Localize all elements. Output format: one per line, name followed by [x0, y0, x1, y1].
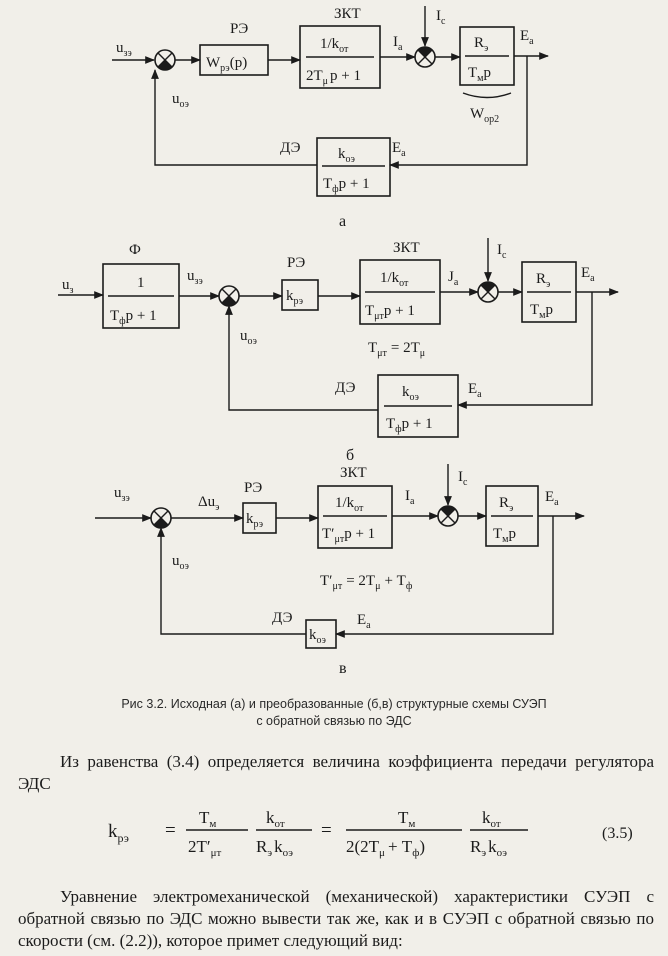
diagram-c-load-junction: [437, 505, 459, 527]
svg-text:Ia: Ia: [393, 34, 403, 53]
svg-text:kрэ: kрэ: [246, 511, 263, 530]
diagram-b-regulator-block: [281, 279, 319, 311]
diagram-a-zkt-label: ЗКТ: [334, 6, 361, 22]
svg-text:1: 1: [137, 275, 145, 291]
diagram-a-load-junction: [414, 46, 436, 68]
svg-text:Ea: Ea: [468, 381, 482, 400]
svg-text:uзэ: uзэ: [114, 485, 130, 504]
svg-text:Ic: Ic: [458, 469, 468, 488]
svg-text:T′μтp + 1: T′μтp + 1: [322, 526, 375, 545]
diagram-b-re-label: РЭ: [287, 255, 305, 271]
diagram-a-label: а: [339, 213, 346, 230]
svg-text:Tмp: Tмp: [530, 302, 553, 321]
diagram-a-summing-junction: [154, 49, 176, 71]
svg-text:Ic: Ic: [497, 242, 507, 261]
diagram-c-label: в: [339, 660, 347, 677]
diagram-c-de-label: ДЭ: [272, 610, 293, 626]
svg-text:kот: kот: [266, 808, 285, 830]
figure-caption: Рис 3.2. Исходная (а) и преобразованные …: [0, 696, 668, 730]
svg-text:uз: uз: [62, 277, 74, 296]
svg-text:Tфp + 1: Tфp + 1: [110, 308, 157, 327]
svg-text:uоэ: uоэ: [172, 553, 189, 572]
caption-line-2: с обратной связью по ЭДС: [256, 714, 412, 728]
svg-text:Tфp + 1: Tфp + 1: [323, 176, 370, 195]
caption-line-1: Рис 3.2. Исходная (а) и преобразованные …: [121, 697, 547, 711]
diagram-a-sensor-block: [316, 137, 391, 197]
diagram-c: uзэ Δuэ РЭ kрэ ЗКТ 1/kот T′μтp + 1 Ia Ic…: [95, 464, 585, 677]
diagram-a-re-label: РЭ: [230, 21, 248, 37]
svg-text:Rэ: Rэ: [536, 271, 550, 290]
diagram-b-load-junction: [477, 281, 499, 303]
equation-number: (3.5): [602, 825, 633, 842]
svg-text:uоэ: uоэ: [240, 328, 257, 347]
svg-text:kрэ: kрэ: [108, 821, 129, 845]
svg-text:=: =: [321, 820, 332, 841]
svg-text:Ea: Ea: [357, 612, 371, 631]
svg-text:Tм: Tм: [398, 808, 415, 830]
svg-text:1/kот: 1/kот: [380, 270, 409, 289]
svg-text:1/kот: 1/kот: [320, 36, 349, 55]
svg-text:Rэ: Rэ: [499, 495, 513, 514]
svg-text:Ja: Ja: [448, 269, 459, 288]
diagram-b-de-label: ДЭ: [335, 380, 356, 396]
svg-text:Ic: Ic: [436, 8, 446, 27]
svg-text:Wop2: Wop2: [470, 106, 499, 125]
diagram-b-time-equation: Tμт= 2Tμ: [368, 340, 425, 359]
diagram-b-f-label: Ф: [129, 242, 141, 258]
svg-text:Rэ: Rэ: [474, 35, 488, 54]
diagram-b-sensor-block: [377, 374, 459, 438]
svg-text:kоэ: kоэ: [402, 384, 419, 403]
svg-text:Ea: Ea: [520, 28, 534, 47]
svg-text:kоэ: kоэ: [338, 146, 355, 165]
diagram-c-current-loop-block: [317, 485, 393, 549]
svg-text:Tфp + 1: Tфp + 1: [386, 416, 433, 435]
svg-text:uоэ: uоэ: [172, 91, 189, 110]
svg-text:Tμтp + 1: Tμтp + 1: [365, 303, 415, 322]
svg-text:Ia: Ia: [405, 488, 415, 507]
svg-text:2T′μт: 2T′μт: [188, 837, 222, 859]
svg-text:1/kот: 1/kот: [335, 495, 364, 514]
svg-text:=: =: [165, 820, 176, 841]
diagram-b: uз Ф 1 Tфp + 1 uзэ РЭ kрэ ЗКТ 1/kот Tμтp…: [58, 238, 619, 464]
svg-text:Ea: Ea: [581, 265, 595, 284]
svg-text:Ea: Ea: [392, 140, 406, 159]
diagram-b-label: б: [346, 447, 354, 464]
svg-text:kрэ: kрэ: [286, 288, 303, 307]
diagram-c-re-label: РЭ: [244, 480, 262, 496]
diagram-c-zkt-label: ЗКТ: [340, 465, 367, 481]
diagram-b-zkt-label: ЗКТ: [393, 240, 420, 256]
svg-text:Wрэ(p): Wрэ(p): [206, 55, 247, 74]
svg-text:Δuэ: Δuэ: [198, 494, 219, 513]
diagram-a-input-label: uзэ: [116, 40, 132, 59]
svg-text:kот: kот: [482, 808, 501, 830]
svg-text:kоэ: kоэ: [309, 627, 326, 646]
svg-text:2(2Tμ+ Tф): 2(2Tμ+ Tф): [346, 837, 425, 859]
paragraph-2: Уравнение электромеханической (механичес…: [18, 887, 654, 950]
paragraph-1: Из равенства (3.4) определяется величина…: [18, 752, 654, 793]
diagram-c-time-equation: T′μт= 2Tμ+ Tф: [320, 573, 413, 592]
diagram-c-summing-junction: [150, 507, 172, 529]
svg-text:uзэ: uзэ: [187, 268, 203, 287]
diagram-a-de-label: ДЭ: [280, 140, 301, 156]
diagram-b-summing-junction: [218, 285, 240, 307]
svg-text:Ea: Ea: [545, 489, 559, 508]
svg-text:Tмp: Tмp: [468, 65, 491, 84]
svg-text:Tмp: Tмp: [493, 526, 516, 545]
svg-text:uзэ: uзэ: [116, 40, 132, 59]
svg-text:Tм: Tм: [199, 808, 216, 830]
